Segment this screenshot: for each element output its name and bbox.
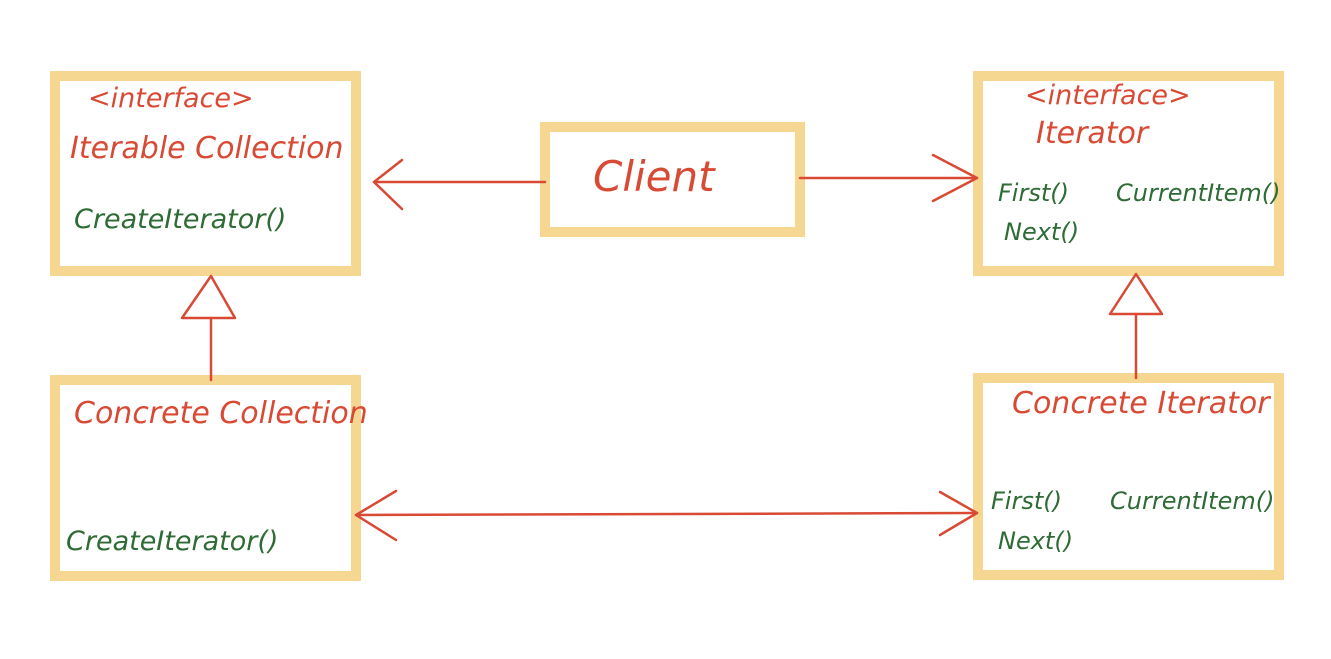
- iterator-border: [973, 71, 1284, 276]
- iterator-stereotype: <interface>: [1025, 80, 1191, 111]
- concrete-iterator-method-next: Next(): [998, 527, 1073, 555]
- client-name: Client: [593, 152, 716, 201]
- client-to-iterator-arrow: [798, 153, 979, 203]
- iterable-collection-name: Iterable Collection: [70, 131, 344, 166]
- concrete-iterator-implements-arrow: [1108, 272, 1164, 380]
- iterable-collection-stereotype: <interface>: [88, 83, 254, 114]
- iterable-collection-border: [50, 71, 361, 276]
- concrete-iterator-border: [973, 373, 1284, 580]
- iterable-collection-box: <interface> Iterable Collection CreateIt…: [50, 71, 361, 276]
- concrete-iterator-box: Concrete Iterator First() CurrentItem() …: [973, 373, 1284, 580]
- client-to-iterable-collection-arrow: [372, 158, 547, 211]
- concrete-collection-box: Concrete Collection CreateIterator(): [50, 375, 368, 581]
- concrete-collection-method-create-iterator: CreateIterator(): [66, 526, 278, 557]
- concrete-collection-implements-arrow: [180, 274, 237, 382]
- concrete-collection-name: Concrete Collection: [74, 396, 368, 431]
- concrete-iterator-name: Concrete Iterator: [1012, 386, 1271, 421]
- concrete-collection-concrete-iterator-arrow: [354, 489, 979, 542]
- concrete-iterator-method-first: First(): [991, 487, 1062, 515]
- iterable-collection-method-create-iterator: CreateIterator(): [74, 204, 286, 235]
- client-border: [540, 122, 805, 237]
- concrete-collection-border: [50, 375, 361, 581]
- iterator-method-next: Next(): [1004, 218, 1079, 246]
- client-box: Client: [540, 122, 805, 237]
- iterator-box: <interface> Iterator First() CurrentItem…: [973, 71, 1284, 276]
- concrete-iterator-method-current-item: CurrentItem(): [1110, 487, 1274, 515]
- iterator-method-current-item: CurrentItem(): [1116, 179, 1280, 207]
- iterator-method-first: First(): [998, 179, 1069, 207]
- iterator-name: Iterator: [1036, 116, 1150, 151]
